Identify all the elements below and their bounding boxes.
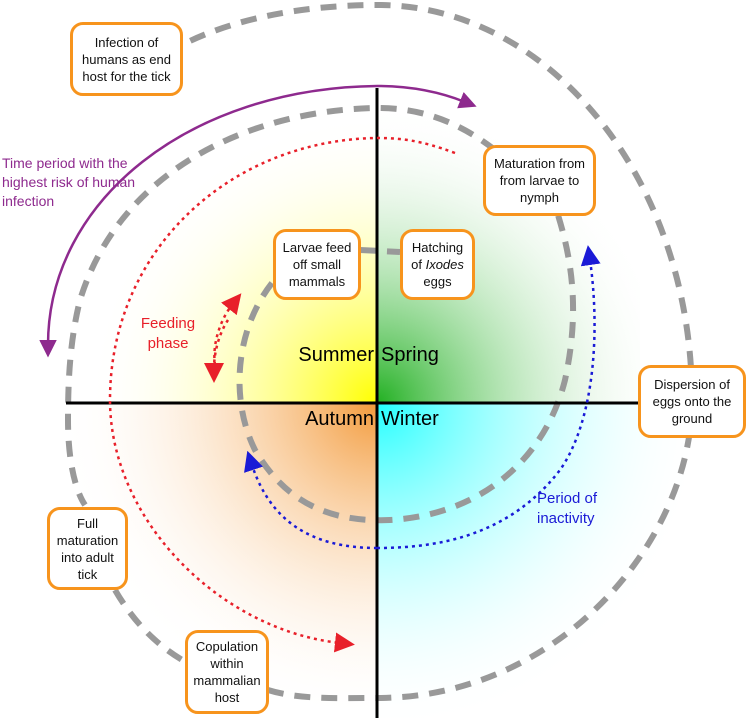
box-full-maturation: Full maturation into adult tick (47, 507, 128, 590)
season-summer: Summer (298, 344, 374, 366)
risk-arrow-right (376, 84, 477, 109)
box-dispersion-text: Dispersion of eggs onto the ground (652, 377, 732, 426)
winter-quadrant (377, 403, 697, 718)
label-inactivity: Period of inactivity (537, 490, 598, 527)
hatching-text-a: Hatching of (411, 240, 464, 272)
season-winter: Winter (381, 408, 439, 430)
box-larvae-text: Larvae feed off small mammals (282, 240, 352, 289)
feeding-arrow-short-up (213, 293, 242, 366)
box-maturation-text: Maturation from from larvae to nymph (493, 156, 586, 205)
hatching-text-b: eggs (423, 274, 452, 289)
box-larvae: Larvae feed off small mammals (273, 229, 361, 300)
box-infection-text: Infection of humans as end host for the … (82, 34, 171, 84)
season-spring: Spring (381, 344, 439, 366)
box-maturation: Maturation from from larvae to nymph (483, 145, 596, 216)
label-risk-period: Time period with the highest risk of hum… (2, 155, 136, 209)
label-feeding-phase: Feeding phase (140, 315, 196, 352)
box-infection: Infection of humans as end host for the … (70, 22, 183, 96)
box-copulation: Copulation within mammalian host (185, 630, 269, 714)
risk-arrow-left (39, 84, 378, 358)
box-hatching-text: Hatching of Ixodes eggs (405, 239, 470, 290)
season-autumn: Autumn (305, 408, 374, 430)
box-hatching: Hatching of Ixodes eggs (400, 229, 475, 300)
box-dispersion: Dispersion of eggs onto the ground (638, 365, 746, 438)
hatching-genus: Ixodes (425, 257, 464, 272)
box-full-maturation-text: Full maturation into adult tick (56, 515, 119, 582)
inactivity-arrow-left (244, 450, 378, 550)
box-copulation-text: Copulation within mammalian host (193, 639, 261, 705)
